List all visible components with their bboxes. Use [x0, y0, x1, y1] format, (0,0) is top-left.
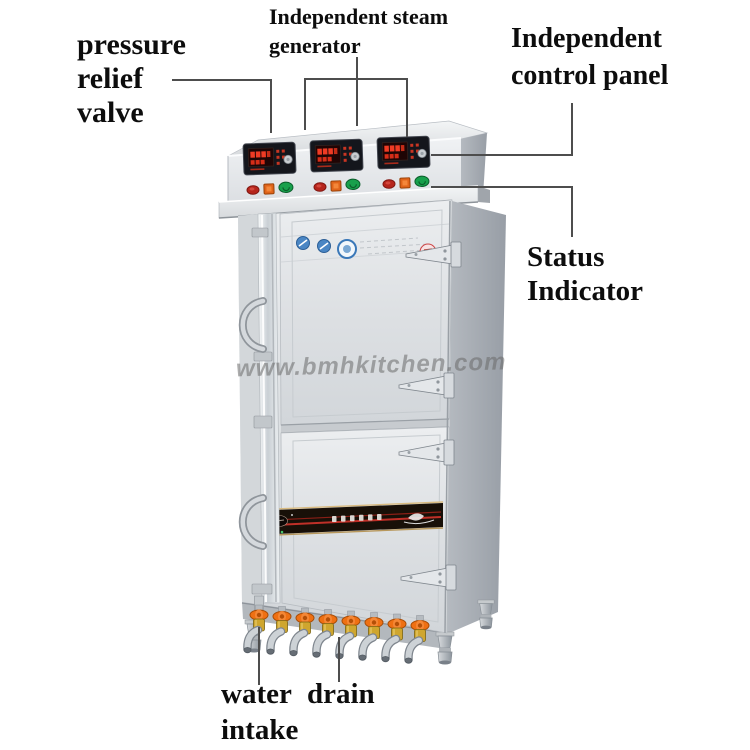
control-panel-1	[242, 141, 297, 176]
control-panel-3	[376, 135, 431, 170]
callout-line-water-intake	[258, 627, 260, 685]
callout-line-control-panel	[571, 103, 573, 156]
callout-line-status-indicator	[571, 186, 573, 237]
callout-line-drain	[338, 637, 340, 682]
callout-line-steam-generator	[356, 78, 358, 126]
label-water-intake: water intake	[221, 678, 299, 746]
brand-strip	[250, 501, 444, 537]
control-panel-2	[309, 138, 364, 173]
door-handle-lower	[238, 494, 267, 550]
callout-line-steam-generator	[304, 78, 306, 130]
callout-line-control-panel	[431, 154, 573, 156]
label-pressure-relief-valve: pressure relief valve	[77, 28, 186, 129]
callout-line-pressure-relief-valve	[172, 79, 272, 81]
label-drain: drain	[307, 678, 375, 710]
label-status-indicator: Status Indicator	[527, 241, 643, 307]
callout-line-pressure-relief-valve	[270, 79, 272, 133]
callout-line-steam-generator	[406, 78, 408, 137]
label-control-panel: Independent control panel	[511, 23, 669, 91]
callout-line-steam-generator	[356, 57, 358, 80]
callout-line-status-indicator	[431, 186, 573, 188]
door-handle-upper	[238, 297, 267, 353]
label-steam-generator: Independent steam generator	[269, 4, 449, 58]
machine-foot-front-right	[435, 631, 455, 665]
